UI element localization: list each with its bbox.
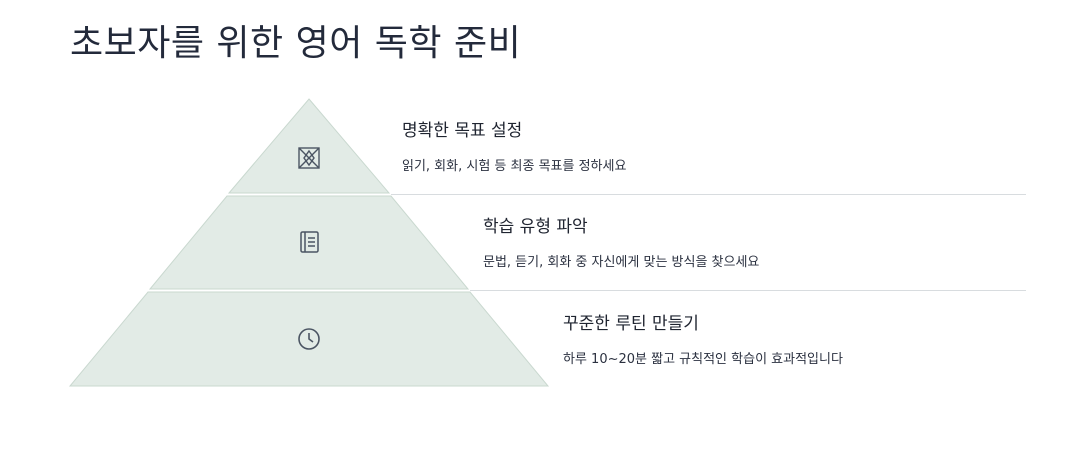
- step-routine: 꾸준한 루틴 만들기 하루 10~20분 짧고 규칙적인 학습이 효과적입니다: [563, 309, 843, 367]
- divider-2: [470, 290, 1026, 291]
- step-goal: 명확한 목표 설정 읽기, 회화, 시험 등 최종 목표를 정하세요: [402, 116, 626, 174]
- target-icon: [298, 147, 320, 169]
- step-title: 학습 유형 파악: [483, 217, 588, 237]
- step-desc: 하루 10~20분 짧고 규칙적인 학습이 효과적입니다: [563, 352, 843, 367]
- step-learning-style: 학습 유형 파악 문법, 듣기, 회화 중 자신에게 맞는 방식을 찾으세요: [483, 212, 759, 270]
- pyramid-tier-top: [227, 98, 391, 194]
- step-title: 명확한 목표 설정: [402, 121, 523, 141]
- book-icon: [300, 231, 319, 253]
- step-desc: 읽기, 회화, 시험 등 최종 목표를 정하세요: [402, 159, 627, 174]
- divider-1: [391, 194, 1026, 195]
- step-desc: 문법, 듣기, 회화 중 자신에게 맞는 방식을 찾으세요: [483, 255, 760, 270]
- clock-icon: [298, 328, 320, 350]
- step-title: 꾸준한 루틴 만들기: [563, 314, 699, 334]
- page-title: 초보자를 위한 영어 독학 준비: [70, 23, 522, 64]
